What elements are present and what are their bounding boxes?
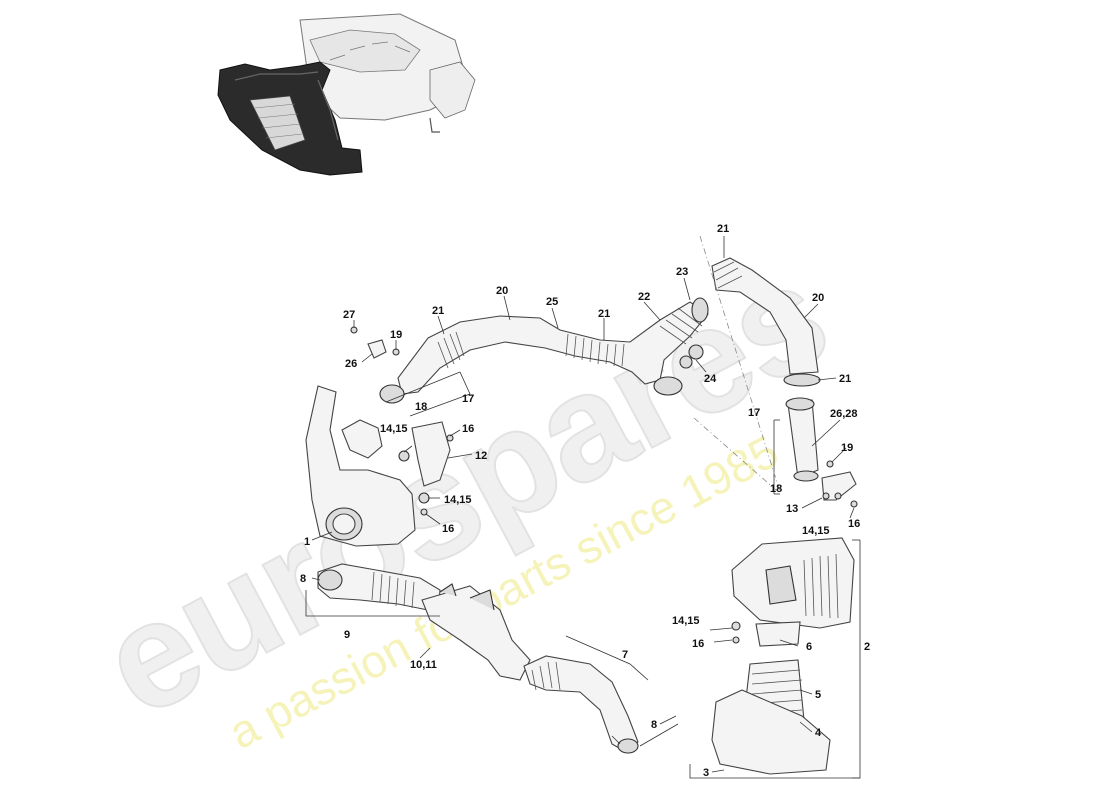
callout-25: 25 (546, 296, 558, 308)
callout-9: 9 (344, 629, 350, 641)
callout-24: 24 (704, 373, 717, 385)
callout-16-airbox: 16 (692, 638, 704, 650)
callout-19-left: 19 (390, 329, 402, 341)
left-air-box (305, 385, 454, 547)
leader-lines (305, 235, 861, 779)
callout-17-right: 17 (748, 407, 760, 419)
callout-16-left-upper: 16 (462, 423, 474, 435)
callout-4: 4 (815, 727, 822, 739)
callout-20-right: 20 (812, 292, 824, 304)
right-intake-duct (711, 257, 858, 508)
callout-17-left: 17 (462, 393, 474, 405)
callout-21-top: 21 (717, 223, 729, 235)
callout-8-lower: 8 (651, 719, 657, 731)
callout-23: 23 (676, 266, 688, 278)
callout-21-right: 21 (839, 373, 851, 385)
callout-26: 26 (345, 358, 357, 370)
engine-overview-image (217, 13, 476, 176)
lower-intake-hoses (317, 563, 639, 754)
callout-14-15-right: 14,15 (802, 525, 830, 537)
callout-10-11: 10,11 (410, 659, 437, 671)
callout-5: 5 (815, 689, 821, 701)
callout-21-left: 21 (432, 305, 444, 317)
callout-6: 6 (806, 641, 812, 653)
callout-16-left-lower: 16 (442, 523, 454, 535)
callout-2: 2 (864, 641, 870, 653)
callout-8-upper: 8 (300, 573, 306, 585)
callout-12: 12 (475, 450, 487, 462)
callout-14-15-airbox: 14,15 (672, 615, 700, 627)
callout-14-15-left-lower: 14,15 (444, 494, 472, 506)
callout-1: 1 (304, 536, 310, 548)
callout-13: 13 (786, 503, 798, 515)
callout-14-15-left-upper: 14,15 (380, 423, 408, 435)
callout-3: 3 (703, 767, 709, 779)
callout-19-right: 19 (841, 442, 853, 454)
callout-20-left: 20 (496, 285, 508, 297)
callout-18-left: 18 (415, 401, 427, 413)
callout-26-28: 26,28 (830, 408, 858, 420)
callout-18-right: 18 (770, 483, 782, 495)
upper-intake-duct (379, 297, 709, 404)
callout-16-right: 16 (848, 518, 860, 530)
air-cleaner-assembly (711, 537, 855, 775)
air-mass-sensor (350, 326, 400, 359)
callout-7: 7 (622, 649, 628, 661)
callout-27: 27 (343, 309, 355, 321)
callout-21-center: 21 (598, 308, 610, 320)
callout-22: 22 (638, 291, 650, 303)
callout-labels: 1 2 3 4 5 6 7 8 8 9 10,11 12 13 14,15 14… (300, 223, 870, 779)
